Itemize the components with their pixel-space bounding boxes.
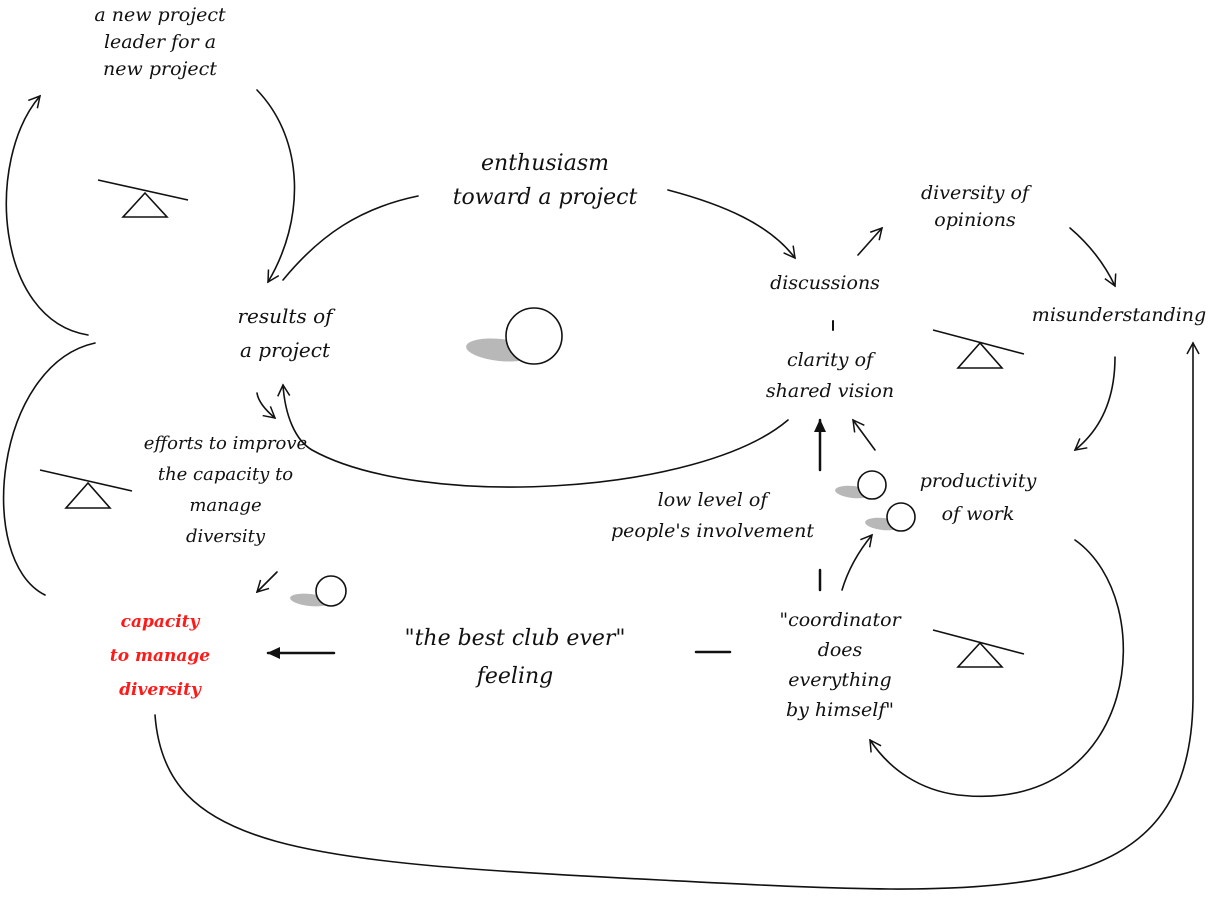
balance-icon: [932, 329, 1025, 369]
balance-icon: [97, 179, 189, 218]
arrow-discussions-to-opinions: [857, 226, 884, 256]
arrow-capacity-to-misunderstanding: [154, 341, 1200, 890]
arrow-leader-to-results: [256, 89, 296, 284]
node-best-club-ever: "the best club ever" feeling: [404, 626, 626, 689]
node-low-involvement: low level of people's involvement: [610, 489, 815, 542]
node-capacity-to-manage-diversity: capacity to manage diversity: [109, 612, 211, 700]
node-coordinator-does-everything: "coordinator does everything by himself": [779, 609, 901, 721]
snowball-icon: [865, 502, 916, 532]
arrow-clarity-to-results: [277, 383, 789, 488]
arrow-results-to-efforts: [256, 392, 277, 420]
node-productivity-of-work: productivity of work: [919, 470, 1037, 525]
snowball-icon: [290, 575, 347, 607]
arrow-productivity-to-coordinator: [869, 539, 1124, 798]
arrow-results-to-enthusiasm: [282, 195, 419, 281]
arrow-opinions-to-misunderstanding: [1069, 227, 1117, 288]
arrow-coordinator-to-productivity: [841, 533, 873, 591]
node-discussions: discussions: [770, 272, 880, 294]
snowball-icon: [466, 307, 563, 365]
arrow-efforts-to-capacity: [255, 571, 278, 594]
node-results-of-project: results of a project: [237, 304, 333, 362]
arrow-enthusiasm-to-discussions: [667, 189, 796, 260]
node-new-project-leader: a new project leader for a new project: [94, 4, 226, 80]
balance-icon: [39, 469, 133, 509]
arrow-productivity-to-clarity: [852, 418, 876, 451]
arrow-loop-to-leader: [5, 94, 89, 336]
node-diversity-of-opinions: diversity of opinions: [920, 182, 1029, 231]
node-clarity-of-shared-vision: clarity of shared vision: [765, 349, 895, 402]
balance-icon: [932, 629, 1025, 668]
node-misunderstanding: misunderstanding: [1031, 304, 1207, 326]
node-enthusiasm: enthusiasm toward a project: [452, 151, 638, 210]
arrow-misunderstanding-to-productivity: [1073, 356, 1116, 451]
arrow-capacity-loop-left: [2, 342, 96, 596]
node-efforts-to-improve: efforts to improve the capacity to manag…: [143, 433, 308, 547]
snowball-icon: [835, 470, 887, 500]
